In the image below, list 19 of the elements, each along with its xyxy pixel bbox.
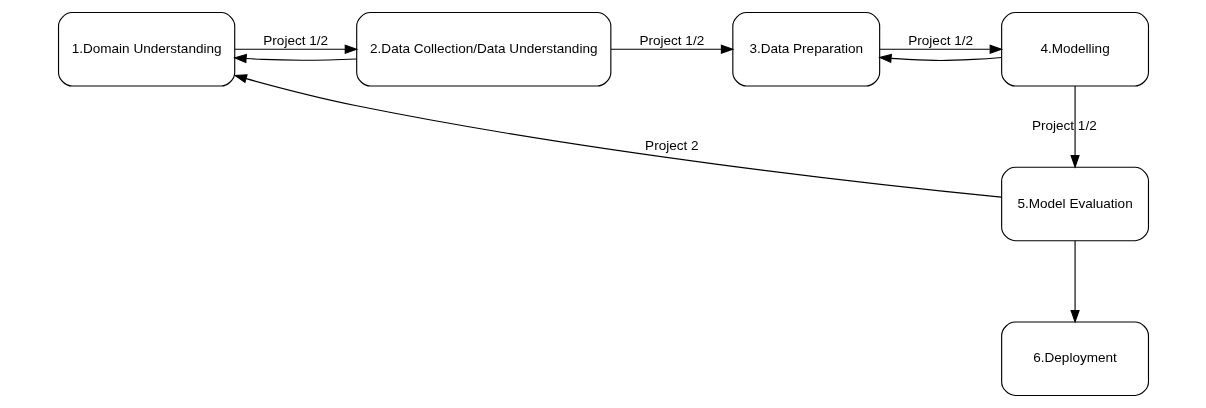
arrow xyxy=(1069,240,1080,324)
arrow xyxy=(232,74,1002,198)
node-box: 4.Modelling xyxy=(1000,12,1149,87)
node-box: 2.Data Collection/Data Understanding xyxy=(355,12,611,87)
arrow xyxy=(609,44,734,54)
arrow xyxy=(233,44,358,54)
node-box: 3.Data Preparation xyxy=(731,12,880,87)
edge-label: Project 1/2 xyxy=(638,33,704,49)
arrow xyxy=(232,53,357,64)
edge-label: Project 1/2 xyxy=(262,33,328,49)
edge-label: Project 1/2 xyxy=(907,33,973,49)
node-box: 5.Model Evaluation xyxy=(1000,166,1149,242)
edge-label: Project 1/2 xyxy=(1031,118,1097,134)
node-box: 6.Deployment xyxy=(1000,321,1149,396)
node-box: 1.Domain Understanding xyxy=(57,12,235,87)
edge-label: Project 2 xyxy=(644,138,699,154)
arrow xyxy=(877,53,1002,64)
arrow xyxy=(1069,85,1080,169)
arrow xyxy=(878,44,1003,54)
